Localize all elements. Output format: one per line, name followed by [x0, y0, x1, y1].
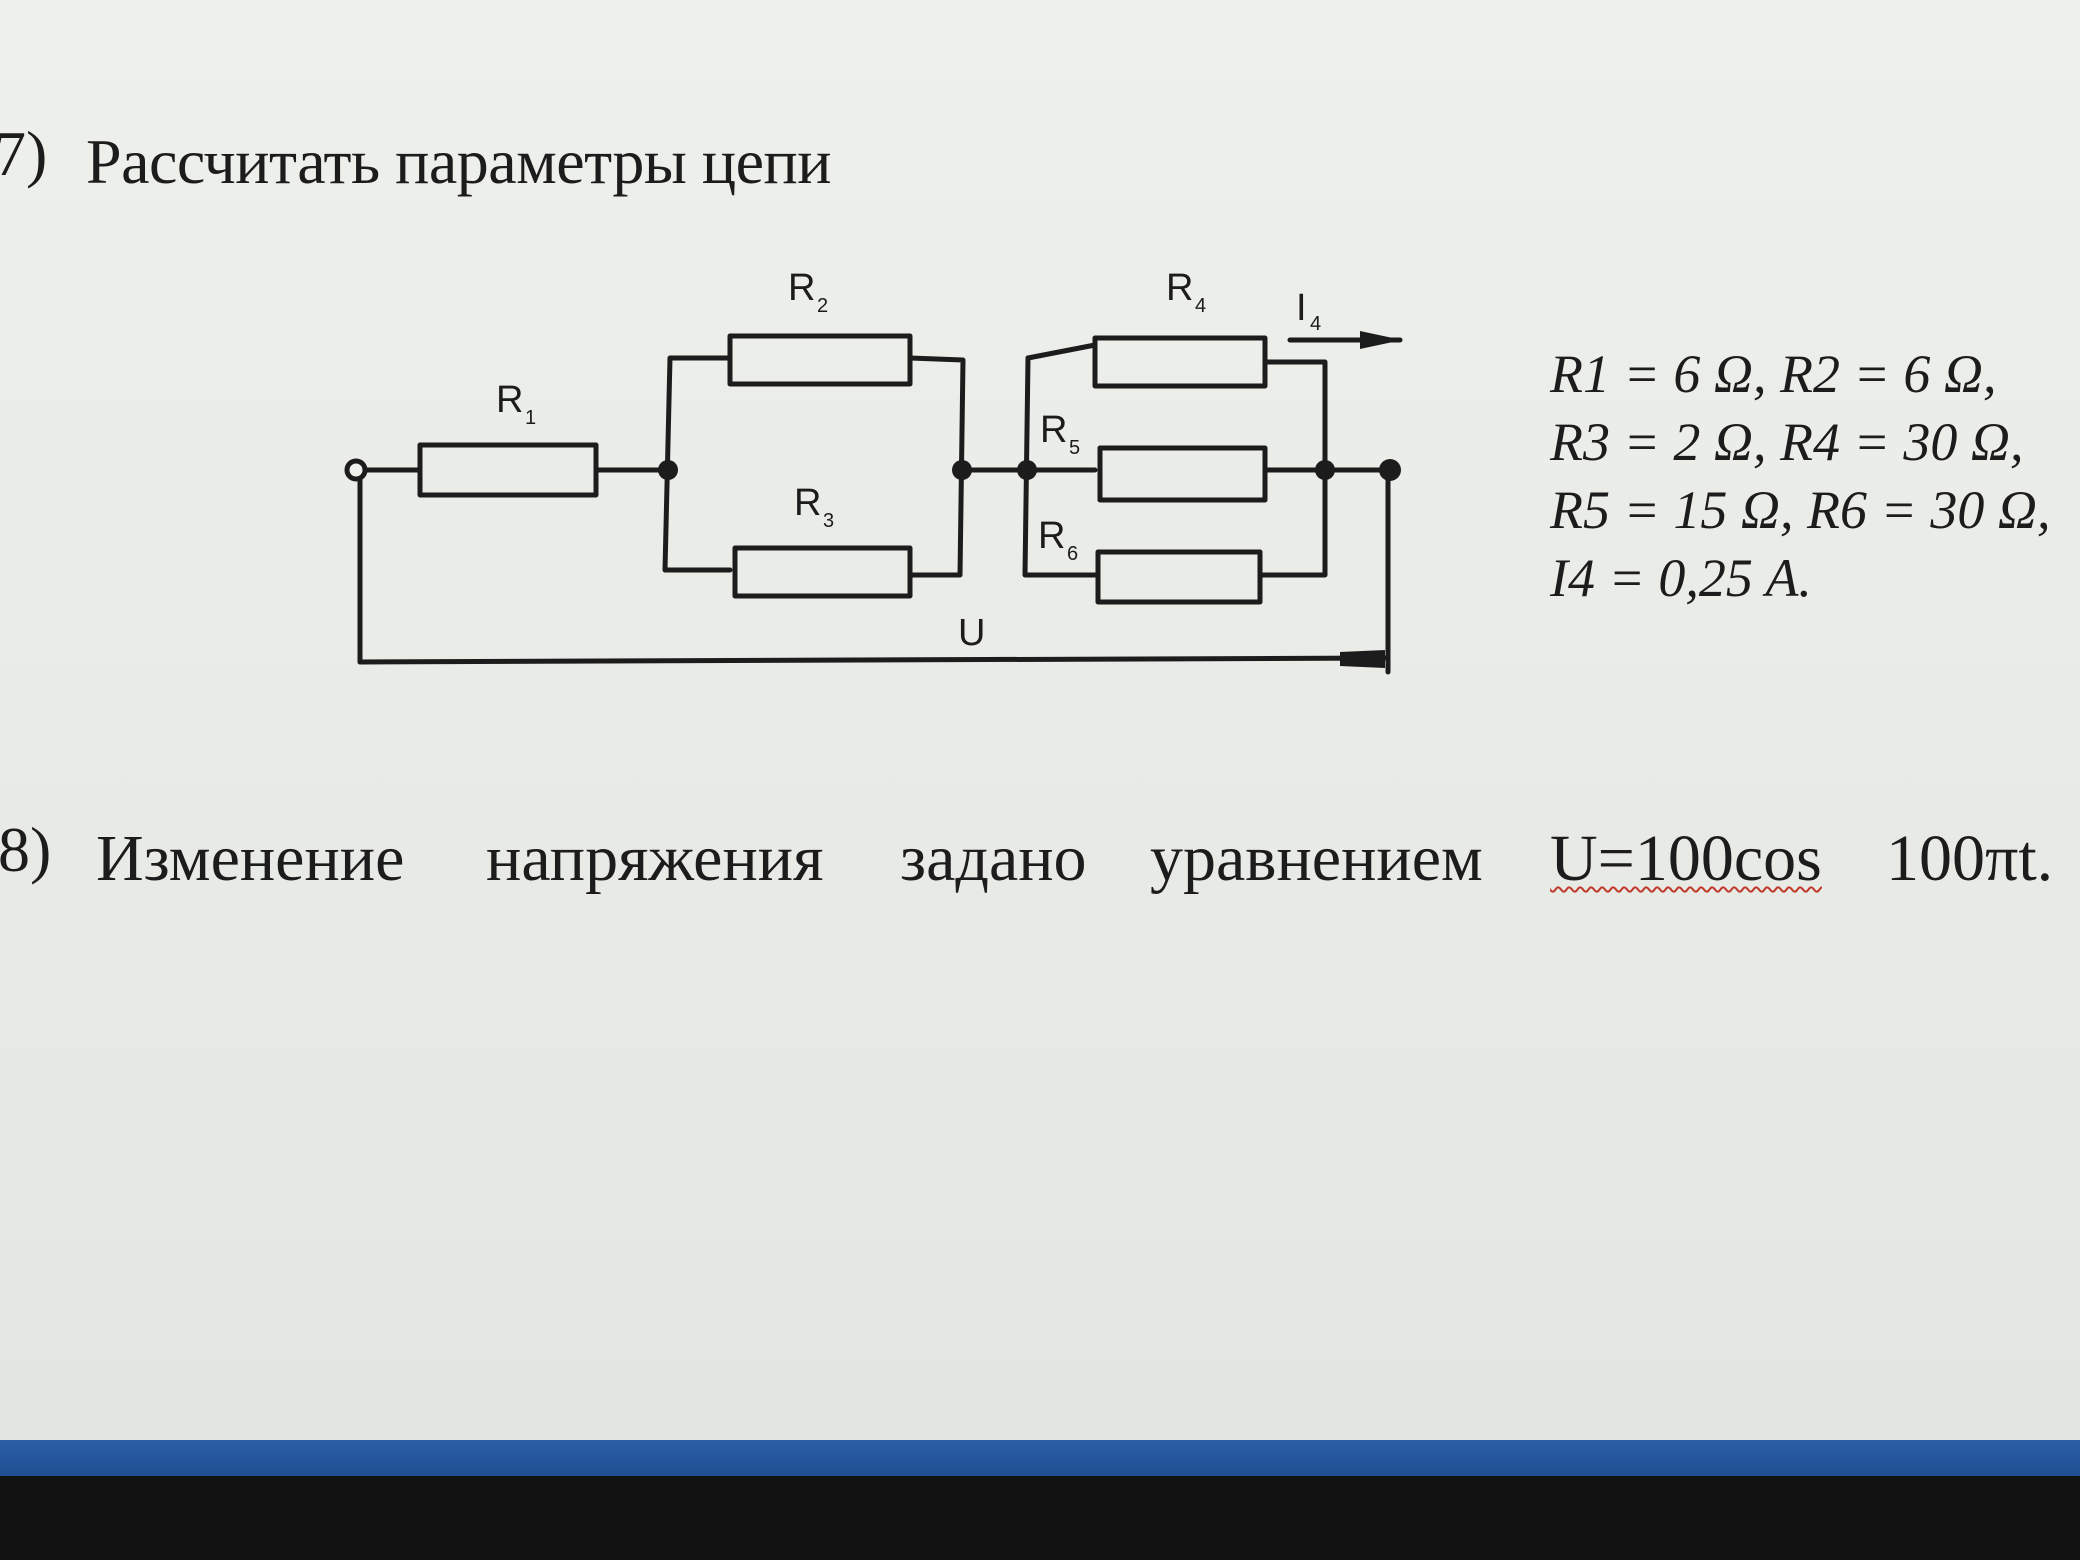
label-r1: R	[496, 379, 523, 421]
terminal-left	[344, 458, 368, 482]
node-3	[1017, 460, 1037, 480]
task-8-word: напряжения	[486, 822, 824, 895]
label-r1-sub: 1	[525, 407, 536, 429]
resistor-r3	[732, 545, 913, 599]
voltage-arrow-u	[357, 655, 1388, 665]
task-7-title: Рассчитать параметры цепи	[86, 126, 832, 197]
resistor-r2	[727, 333, 913, 387]
node-1	[658, 460, 678, 480]
current-arrow-head	[1360, 331, 1402, 349]
resistor-r4	[1092, 335, 1268, 389]
label-r4: R	[1166, 267, 1193, 309]
task-8-word: задано	[900, 822, 1087, 895]
label-r5: R	[1040, 409, 1067, 451]
task-8-word: уравнением	[1150, 822, 1483, 895]
circuit-diagram: R 1 R 2 R 3 R 4 R 5 R 6 I 4 U	[344, 267, 1403, 675]
taskbar	[0, 1440, 2080, 1476]
task-8-word: 100πt.	[1886, 822, 2054, 895]
param-line-2: R3 = 2 Ω, R4 = 30 Ω,	[1550, 412, 2024, 472]
param-line-3: R5 = 15 Ω, R6 = 30 Ω,	[1550, 480, 2051, 540]
label-i4: I	[1296, 287, 1307, 329]
param-line-4: I4 = 0,25 A.	[1550, 548, 1812, 608]
label-i4-sub: 4	[1310, 313, 1321, 335]
task-8-formula-flagged: U=100cos	[1550, 822, 1822, 895]
terminal-right	[1379, 459, 1401, 481]
resistor-r5	[1097, 445, 1268, 503]
label-r6: R	[1038, 515, 1065, 557]
resistor-r6	[1095, 549, 1263, 605]
resistor-r1	[417, 442, 599, 498]
label-r2: R	[788, 267, 815, 309]
monitor-bezel	[0, 1476, 2080, 1560]
label-r3: R	[794, 482, 821, 524]
task-7-number: 7)	[0, 118, 48, 189]
label-r3-sub: 3	[823, 510, 834, 532]
task-8-word: Изменение	[96, 822, 405, 895]
node-4	[1315, 460, 1335, 480]
label-r6-sub: 6	[1067, 543, 1078, 565]
param-line-1: R1 = 6 Ω, R2 = 6 Ω,	[1550, 344, 1997, 404]
voltage-arrow-head	[1340, 650, 1385, 668]
label-u: U	[958, 612, 985, 654]
node-2	[952, 460, 972, 480]
label-r2-sub: 2	[817, 295, 828, 317]
document-page: 7) Рассчитать параметры цепи	[0, 0, 2080, 1440]
parameters-block: R1 = 6 Ω, R2 = 6 Ω, R3 = 2 Ω, R4 = 30 Ω,…	[1550, 340, 2050, 612]
label-r4-sub: 4	[1195, 295, 1206, 317]
task-8-number: 8)	[0, 814, 52, 885]
label-r5-sub: 5	[1069, 437, 1080, 459]
